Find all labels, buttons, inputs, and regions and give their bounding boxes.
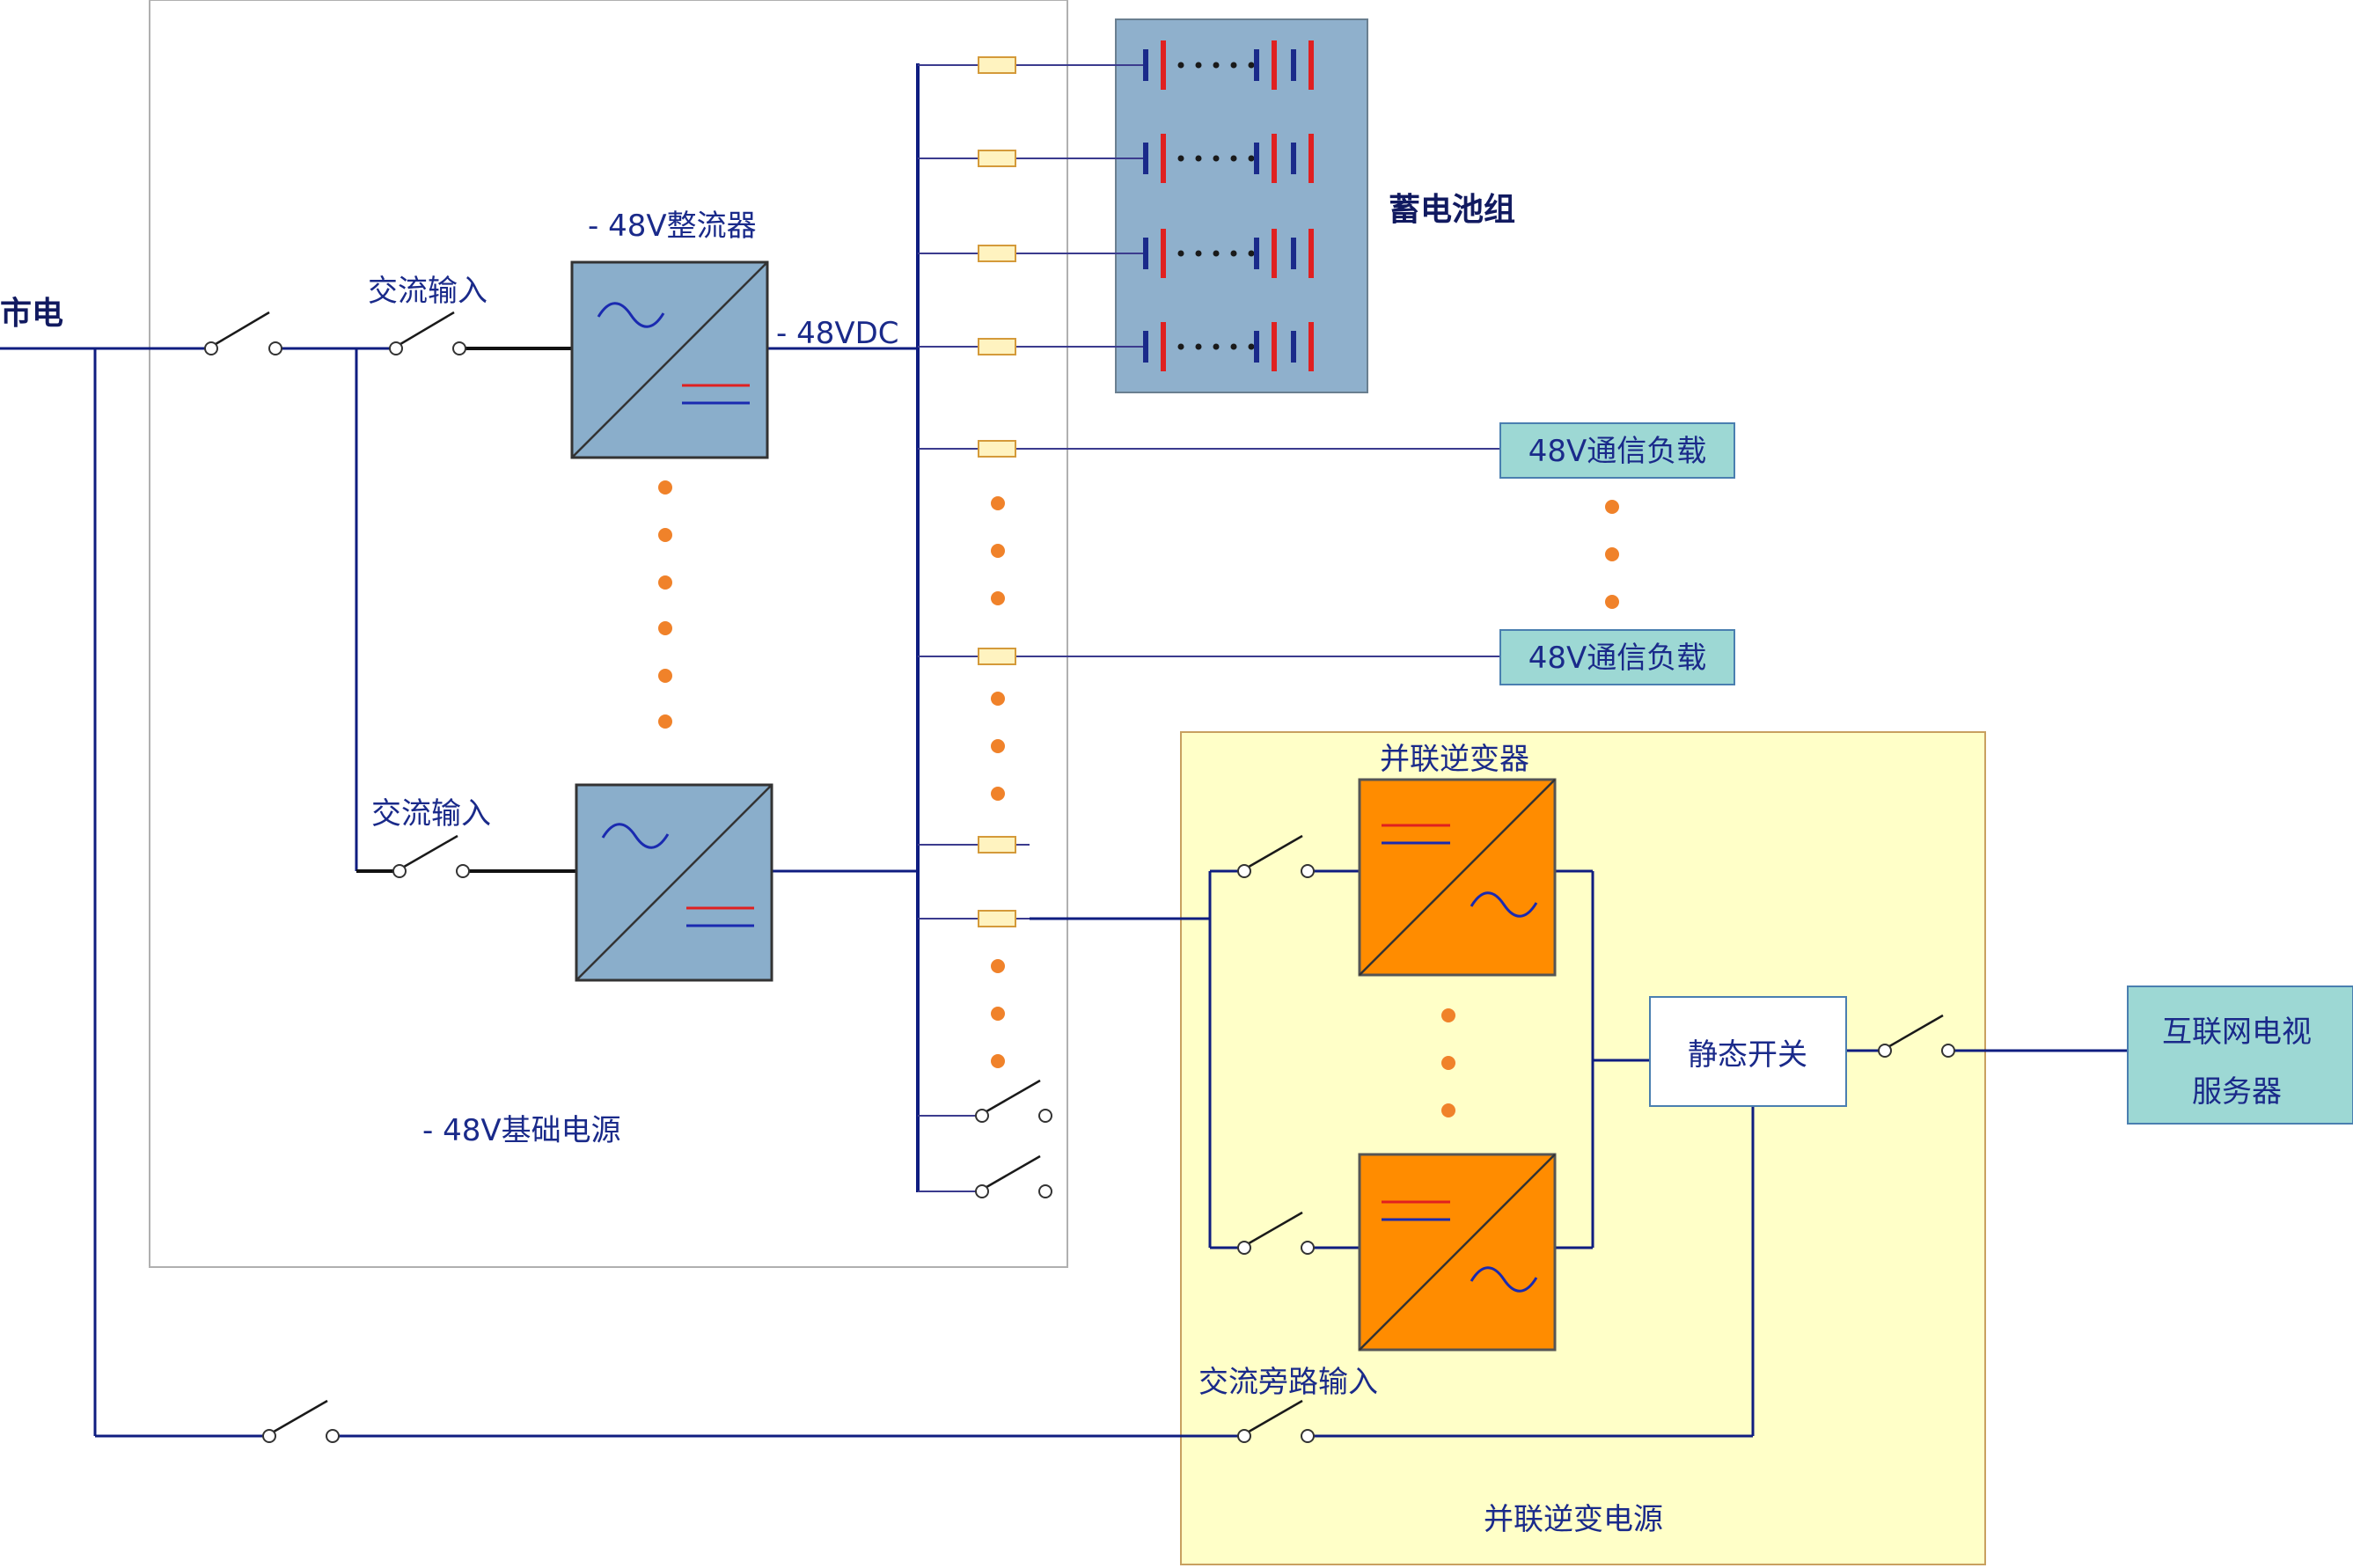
battery-bank-panel — [1115, 18, 1368, 393]
base-power-label: - 48V基础电源 — [422, 1113, 621, 1148]
ac-sine-icon — [601, 823, 670, 849]
mains-label: 市电 — [0, 296, 63, 332]
battery-string-1 — [1143, 40, 1314, 90]
rectifier-module-1 — [570, 260, 769, 459]
battery-string-4 — [1143, 322, 1314, 371]
battery-bank-label: 蓄电池组 — [1389, 192, 1515, 228]
switch-icon — [204, 311, 1955, 1443]
server-box — [2127, 985, 2353, 1125]
ac-sine-icon — [1470, 1266, 1538, 1293]
fuse-icon — [978, 56, 1016, 927]
inverter-module-1 — [1358, 778, 1557, 977]
inverter-module-2 — [1358, 1153, 1557, 1352]
ac-sine-icon — [597, 302, 665, 328]
rectifier-label: - 48V整流器 — [588, 209, 757, 244]
battery-string-2 — [1143, 134, 1314, 183]
server-label-line2: 服务器 — [2192, 1074, 2282, 1110]
static-switch-box[interactable] — [1649, 996, 1847, 1107]
inverter-power-panel — [1180, 731, 1986, 1565]
load-label-2: 48V通信负载 — [1528, 641, 1707, 676]
ac-input-label-2: 交流输入 — [371, 796, 491, 832]
bypass-input-label: 交流旁路输入 — [1198, 1365, 1378, 1400]
load-box-1 — [1499, 422, 1735, 479]
load-label-1: 48V通信负载 — [1528, 434, 1707, 469]
dc-lines-icon — [1382, 824, 1450, 845]
ac-input-label-1: 交流输入 — [368, 274, 487, 309]
dc-bus-label: - 48VDC — [776, 316, 899, 351]
rectifier-module-2 — [575, 783, 773, 982]
dc-lines-icon — [1382, 1200, 1450, 1221]
static-switch-label: 静态开关 — [1688, 1037, 1807, 1073]
continuation-dots — [658, 480, 1619, 1117]
server-label-line1: 互联网电视 — [2162, 1015, 2312, 1050]
inverter-label: 并联逆变器 — [1380, 742, 1529, 777]
dc-lines-icon — [682, 384, 750, 405]
dc-lines-icon — [686, 906, 754, 927]
battery-cell-icon — [1143, 40, 1314, 371]
battery-string-3 — [1143, 229, 1314, 278]
ac-sine-icon — [1470, 891, 1538, 918]
inverter-system-label: 并联逆变电源 — [1484, 1502, 1663, 1537]
dc-base-power-panel — [149, 0, 1068, 1268]
load-box-2 — [1499, 629, 1735, 685]
